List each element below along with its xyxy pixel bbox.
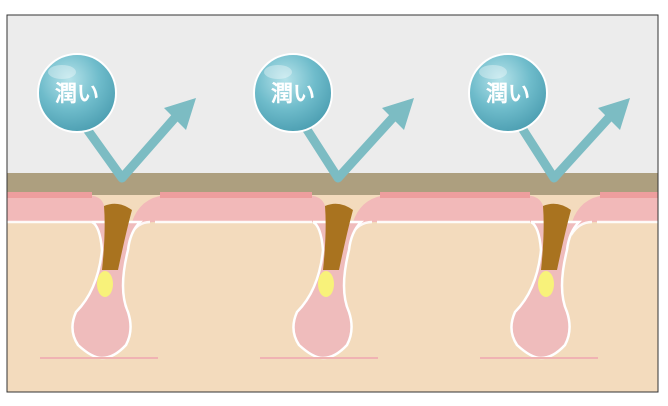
skin-surface	[7, 195, 658, 232]
bubble-label: 潤い	[271, 82, 315, 107]
skin-surface-edge	[7, 220, 658, 236]
bubble-label: 潤い	[486, 82, 530, 107]
frame-border	[6, 14, 659, 393]
sebaceous-gland	[318, 271, 334, 297]
sebaceous-gland	[538, 271, 554, 297]
bubble-label: 潤い	[55, 82, 99, 107]
sebum-plug	[323, 203, 353, 270]
reflection-arrows	[79, 107, 619, 183]
sebaceous-gland	[97, 271, 113, 297]
moisture-bubble-2: 潤い	[253, 53, 333, 133]
sebum-plug	[541, 203, 571, 270]
follicle-1	[71, 203, 144, 360]
follicle-3	[510, 203, 583, 360]
moisture-bubble-3: 潤い	[468, 53, 548, 133]
follicle-2	[292, 203, 365, 360]
sebum-plug	[102, 203, 132, 270]
moisture-bubble-1: 潤い	[37, 53, 117, 133]
arrow-heads	[164, 98, 630, 130]
